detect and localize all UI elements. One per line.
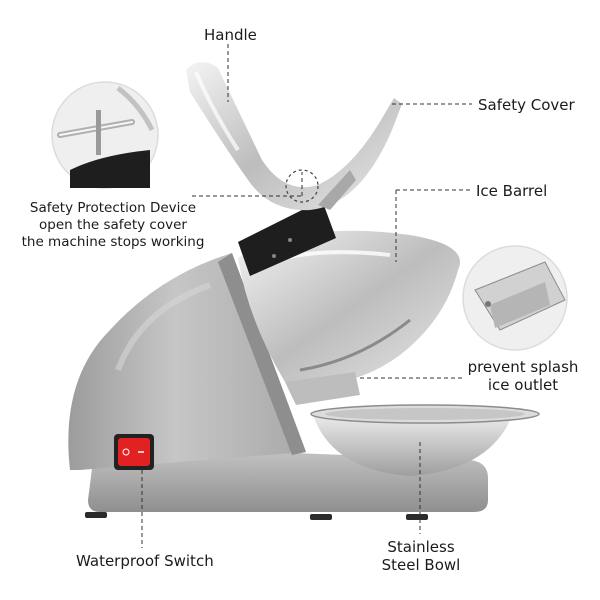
handle-label: Handle xyxy=(204,26,257,44)
bowl-line-2: Steel Bowl xyxy=(381,556,461,574)
callout-lines xyxy=(141,44,472,548)
machine-body xyxy=(68,253,306,470)
ice-outlet-label: prevent splash ice outlet xyxy=(462,358,584,394)
switch-label: Waterproof Switch xyxy=(76,552,214,570)
safety-device-label: Safety Protection Device open the safety… xyxy=(20,200,206,251)
ice-barrel xyxy=(238,230,460,405)
safety-device-inset xyxy=(51,81,159,189)
safety-cover-label: Safety Cover xyxy=(478,96,575,114)
bowl-label: Stainless Steel Bowl xyxy=(366,538,476,574)
steel-bowl xyxy=(310,404,540,476)
handle-assembly xyxy=(186,61,402,211)
ice-outlet-line-2: ice outlet xyxy=(487,376,559,394)
safety-device-line-1: Safety Protection Device xyxy=(29,200,197,216)
safety-protection-block xyxy=(238,200,336,276)
safety-device-line-3: the machine stops working xyxy=(21,234,205,250)
ice-outlet-line-1: prevent splash xyxy=(467,358,579,376)
ice-outlet-inset xyxy=(462,245,568,351)
ice-barrel-label: Ice Barrel xyxy=(476,182,548,200)
waterproof-switch xyxy=(114,434,154,470)
safety-device-line-2: open the safety cover xyxy=(39,217,187,233)
bowl-line-1: Stainless xyxy=(387,538,455,556)
